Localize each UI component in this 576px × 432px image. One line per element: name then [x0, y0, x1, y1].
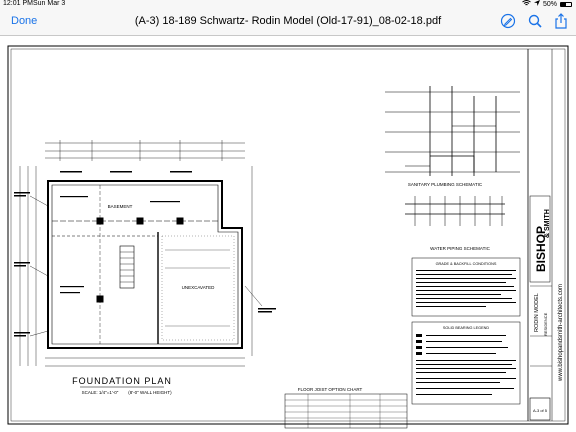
location-icon	[533, 0, 540, 9]
water-piping-schematic	[405, 196, 505, 226]
firm-website: www.bishopandsmith-architects.com	[558, 284, 564, 382]
status-date: Sun Mar 3	[33, 0, 66, 7]
architectural-drawing-sheet: BASEMENT UNEXCAVATED FOUNDATION PLAN SCA…	[7, 45, 569, 429]
sheet-inner-border	[10, 48, 566, 422]
foundation-plan-scale: SCALE: 1/4"=1'-0"	[82, 390, 119, 395]
status-indicators: 50%	[522, 0, 572, 9]
residence-label: RESIDENCE	[543, 312, 548, 336]
foundation-plan	[19, 140, 263, 367]
pen-markup-icon[interactable]	[500, 13, 516, 29]
status-time: 12:01 PM	[3, 0, 33, 7]
battery-percent: 50%	[542, 0, 557, 8]
pdf-page-view[interactable]: BASEMENT UNEXCAVATED FOUNDATION PLAN SCA…	[0, 36, 576, 432]
bearing-legend-title: SOLID BEARING LEGEND	[443, 326, 489, 330]
grade-backfill-notes: GRADE & BACKFILL CONDITIONS	[411, 257, 521, 317]
foundation-plan-title: FOUNDATION PLAN	[72, 376, 172, 386]
nav-actions	[500, 13, 568, 29]
sheet-number: A-3 of 5	[533, 408, 548, 413]
firm-name-line2: & SMITH	[544, 209, 551, 238]
plan-notes	[14, 171, 276, 337]
status-bar: 12:01 PM Sun Mar 3 50%	[0, 0, 576, 8]
done-button[interactable]: Done	[11, 15, 38, 27]
water-schematic-title: WATER PIPING SCHEMATIC	[430, 246, 490, 251]
document-title: (A-3) 18-189 Schwartz- Rodin Model (Old-…	[134, 15, 442, 27]
joist-chart-title: FLOOR JOIST OPTION CHART	[298, 387, 363, 392]
floor-joist-chart: FLOOR JOIST OPTION CHART	[284, 387, 408, 429]
plumbing-schematic-title: SANITARY PLUMBING SCHEMATIC	[408, 182, 483, 187]
wifi-icon	[522, 0, 531, 9]
battery-icon	[560, 2, 572, 7]
title-block	[527, 49, 553, 421]
sanitary-plumbing-schematic	[385, 86, 520, 176]
grade-backfill-title: GRADE & BACKFILL CONDITIONS	[436, 262, 497, 266]
room-label-unexcavated: UNEXCAVATED	[182, 285, 216, 290]
model-name: RODIN MODEL	[534, 293, 540, 332]
firm-name-line1: BISHOP	[534, 226, 548, 272]
room-label-basement: BASEMENT	[108, 204, 133, 209]
wall-height-note: (8'-0" WALL HEIGHT)	[128, 390, 172, 395]
search-icon[interactable]	[527, 13, 543, 29]
pdf-viewer-nav-bar: Done (A-3) 18-189 Schwartz- Rodin Model …	[0, 8, 576, 36]
sheet-border	[7, 45, 569, 425]
share-icon[interactable]	[554, 13, 568, 29]
solid-bearing-legend: SOLID BEARING LEGEND	[411, 321, 521, 405]
